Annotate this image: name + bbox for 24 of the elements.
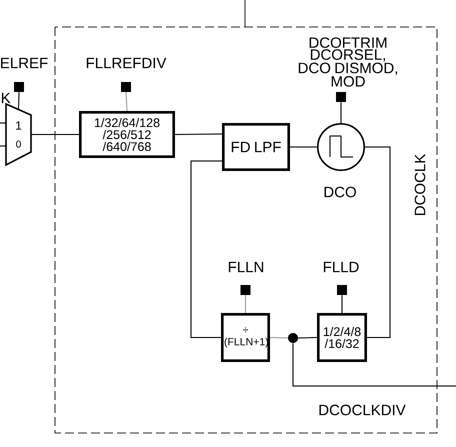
wire — [364, 146, 390, 338]
filter-box: FD LPF — [222, 123, 290, 171]
signal-label: ELREF — [1, 58, 48, 68]
wire — [340, 102, 342, 124]
wire — [245, 294, 246, 314]
wire — [298, 337, 318, 338]
signal-label: DCOFTRIM DCORSEL, DCO DISMOD, MOD — [298, 37, 398, 87]
wire — [0, 122, 6, 124]
signal-label: FLLN — [228, 262, 264, 272]
wire — [190, 160, 222, 338]
signal-label: DCO — [324, 186, 356, 198]
junction-dot — [288, 333, 298, 343]
wire — [174, 134, 222, 135]
wire — [292, 342, 456, 386]
wire — [30, 134, 80, 135]
signal-label: K — [2, 92, 11, 104]
signal-label: FLLD — [324, 262, 359, 272]
signal-label: FLLREFDIV — [86, 58, 166, 68]
wire — [18, 92, 20, 110]
wire — [126, 92, 128, 112]
wire — [270, 337, 288, 338]
signal-label: DCOCLKDIV — [319, 404, 406, 416]
wire — [290, 146, 318, 148]
signal-label: DCOCLK — [414, 154, 426, 216]
